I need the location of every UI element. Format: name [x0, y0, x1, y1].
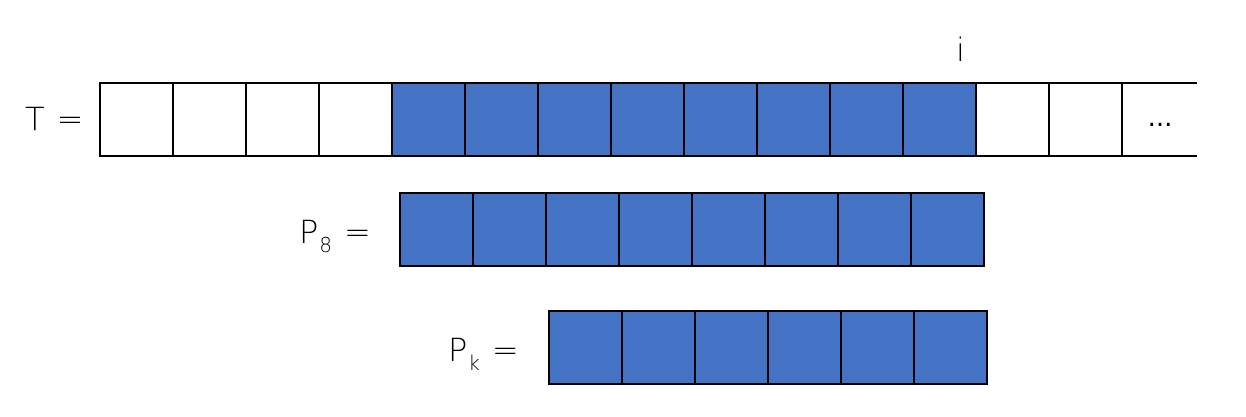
- pattern-8-cell: [472, 192, 547, 267]
- pattern-8-cell: [837, 192, 912, 267]
- text-cell: [537, 82, 612, 157]
- text-cell: [902, 82, 977, 157]
- pattern-8-cell: [618, 192, 693, 267]
- pattern-k-cell: [621, 310, 696, 385]
- pattern-8-cell: [910, 192, 985, 267]
- pattern-8-array: [399, 192, 985, 267]
- text-cell: [391, 82, 466, 157]
- pattern-k-equals: =: [491, 331, 519, 369]
- text-cell: [245, 82, 320, 157]
- text-cell: [318, 82, 393, 157]
- text-cell: [610, 82, 685, 157]
- text-cell: [172, 82, 247, 157]
- text-array-equals: =: [56, 100, 84, 138]
- text-cell: [975, 82, 1050, 157]
- text-cell: [99, 82, 174, 157]
- text-array-name: T: [25, 100, 45, 138]
- pattern-8-cell: [691, 192, 766, 267]
- pattern-k-array: [548, 310, 988, 385]
- pattern-k-name: P: [448, 331, 468, 369]
- pattern-k-label: Pk =: [448, 331, 519, 373]
- text-cell: ...: [1121, 82, 1197, 157]
- pattern-k-cell: [913, 310, 988, 385]
- text-cell: [683, 82, 758, 157]
- index-label: i: [956, 31, 965, 69]
- pattern-8-cell: [399, 192, 474, 267]
- text-cell: [464, 82, 539, 157]
- text-array-label: T=: [25, 103, 83, 135]
- ellipsis-text: ...: [1147, 102, 1173, 133]
- pattern-k-cell: [840, 310, 915, 385]
- pattern-8-subscript: 8: [319, 233, 333, 257]
- pattern-k-subscript: k: [468, 351, 480, 375]
- pattern-8-equals: =: [344, 213, 371, 251]
- text-cell: [829, 82, 904, 157]
- text-cell: [1048, 82, 1123, 157]
- text-array: ...: [99, 82, 1197, 157]
- pattern-8-cell: [764, 192, 839, 267]
- pattern-k-cell: [694, 310, 769, 385]
- pattern-k-cell: [767, 310, 842, 385]
- text-cell: [756, 82, 831, 157]
- pattern-k-cell: [548, 310, 623, 385]
- pattern-8-name: P: [299, 213, 319, 251]
- pattern-8-cell: [545, 192, 620, 267]
- pattern-8-label: P8 =: [299, 213, 371, 255]
